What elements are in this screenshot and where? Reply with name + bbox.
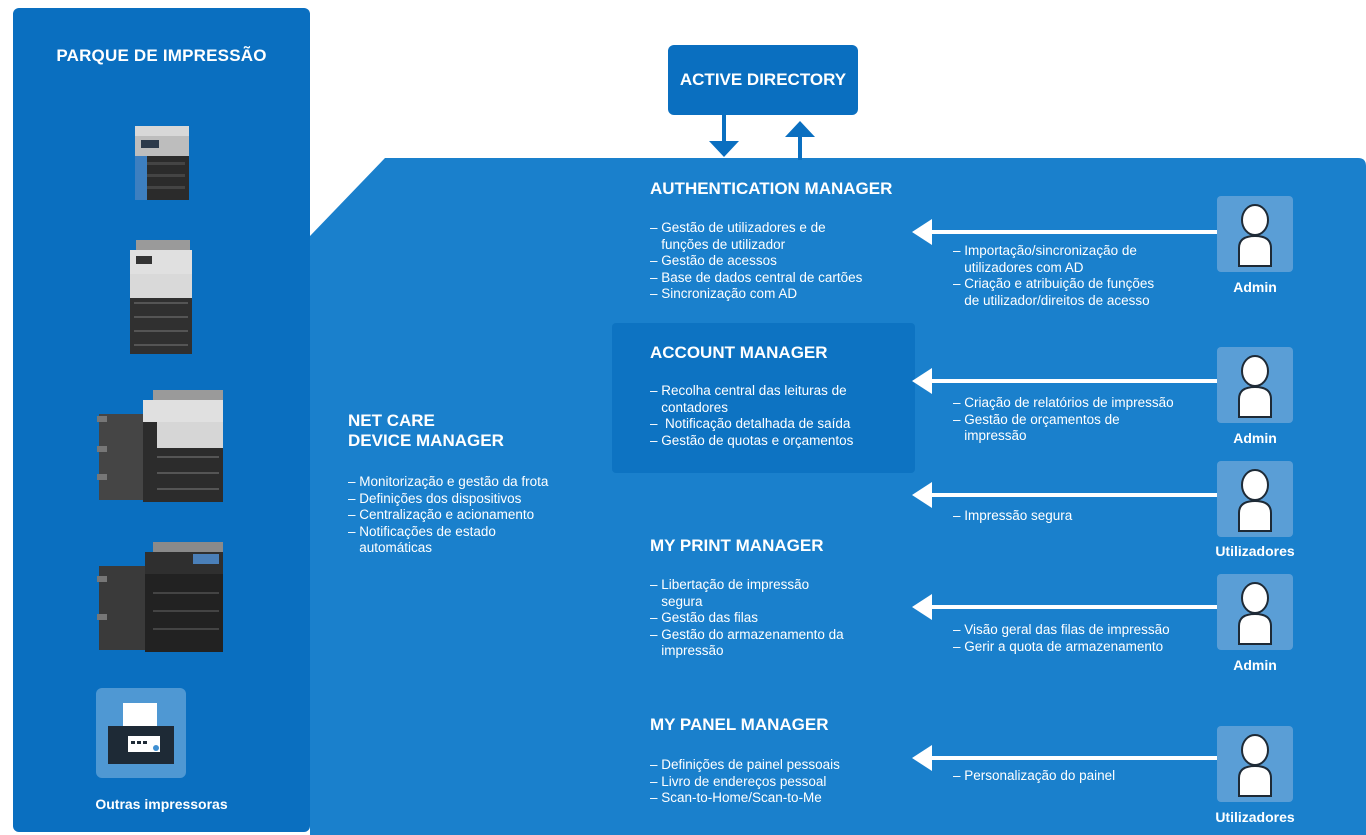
- list-item: – Libertação de impressão: [650, 577, 810, 592]
- fax-icon: [96, 688, 186, 778]
- my-panel-manager-features: – Definições de painel pessoais – Livro …: [650, 757, 840, 807]
- actor-label: Utilizadores: [1215, 809, 1295, 825]
- list-item: – Gerir a quota de armazenamento: [953, 638, 1164, 654]
- secure-print-tasks: – Impressão segura: [953, 508, 1072, 525]
- net-care-title-line1: NET CARE: [348, 411, 435, 430]
- list-item: – Visão geral das filas de impressão: [953, 622, 1170, 637]
- user-icon: [1217, 347, 1293, 423]
- arrow-left-icon: [912, 482, 1218, 508]
- list-item: – Gestão de acessos: [650, 253, 777, 268]
- list-item: – Livro de endereços pessoal: [650, 773, 827, 789]
- authentication-manager-features: – Gestão de utilizadores e de funções de…: [650, 220, 862, 303]
- list-item: – Base de dados central de cartões: [650, 269, 863, 285]
- user-icon: [1217, 726, 1293, 802]
- list-item: – Gestão de orçamentos de: [953, 411, 1120, 427]
- net-care-title: NET CARE DEVICE MANAGER: [348, 411, 504, 451]
- print-admin-tasks: – Visão geral das filas de impressão – G…: [953, 622, 1170, 655]
- printer-icon: [13, 236, 310, 358]
- list-item: – Importação/sincronização de: [953, 243, 1137, 258]
- list-item: utilizadores com AD: [953, 259, 1084, 275]
- arrow-left-icon: [912, 368, 1218, 394]
- list-item: automáticas: [348, 540, 433, 555]
- account-admin-tasks: – Criação de relatórios de impressão – G…: [953, 395, 1174, 445]
- list-item: – Criação e atribuição de funções: [953, 276, 1155, 291]
- net-care-features: – Monitorização e gestão da frota – Defi…: [348, 474, 548, 557]
- list-item: – Personalização do painel: [953, 768, 1116, 783]
- panel-admin-tasks: – Personalização do painel: [953, 768, 1115, 785]
- arrow-left-icon: [912, 745, 1218, 771]
- printer-icon: [13, 386, 310, 508]
- list-item: – Gestão do armazenamento da: [650, 626, 844, 642]
- list-item: impressão: [953, 428, 1027, 443]
- arrow-left-icon: [912, 594, 1218, 620]
- my-panel-manager-title: MY PANEL MANAGER: [650, 715, 829, 734]
- actor-label: Utilizadores: [1215, 543, 1295, 559]
- list-item: segura: [650, 593, 703, 609]
- list-item: – Scan-to-Home/Scan-to-Me: [650, 790, 822, 805]
- list-item: impressão: [650, 643, 724, 658]
- list-item: contadores: [650, 399, 729, 415]
- list-item: – Criação de relatórios de impressão: [953, 395, 1174, 410]
- printer-icon: [13, 536, 310, 658]
- print-fleet-panel: PARQUE DE IMPRESSÃO: [13, 8, 310, 832]
- account-manager-features: – Recolha central das leituras de contad…: [650, 383, 853, 449]
- print-fleet-title: PARQUE DE IMPRESSÃO: [56, 46, 267, 65]
- actor-label: Admin: [1233, 657, 1277, 673]
- actor-label: Admin: [1233, 279, 1277, 295]
- list-item: – Definições de painel pessoais: [650, 757, 840, 772]
- list-item: – Recolha central das leituras de: [650, 383, 847, 398]
- account-manager-title: ACCOUNT MANAGER: [650, 343, 828, 362]
- account-manager-box: [612, 323, 915, 473]
- list-item: – Centralização e acionamento: [348, 507, 535, 522]
- list-item: funções de utilizador: [650, 236, 786, 252]
- active-directory-label: ACTIVE DIRECTORY: [679, 70, 847, 89]
- user-icon: [1217, 196, 1293, 272]
- user-icon: [1217, 461, 1293, 537]
- list-item: – Gestão das filas: [650, 610, 759, 625]
- net-care-title-line2: DEVICE MANAGER: [348, 431, 504, 450]
- list-item: – Gestão de quotas e orçamentos: [650, 432, 854, 448]
- my-print-manager-title: MY PRINT MANAGER: [650, 536, 824, 555]
- arrow-up-icon: [785, 121, 815, 160]
- list-item: – Impressão segura: [953, 508, 1073, 523]
- list-item: – Notificações de estado: [348, 523, 496, 539]
- actor-label: Admin: [1233, 430, 1277, 446]
- list-item: – Definições dos dispositivos: [348, 490, 522, 506]
- list-item: – Notificação detalhada de saída: [650, 416, 851, 431]
- list-item: – Sincronização com AD: [650, 286, 798, 301]
- auth-admin-tasks: – Importação/sincronização de utilizador…: [953, 243, 1154, 309]
- list-item: – Gestão de utilizadores e de: [650, 220, 826, 235]
- other-printers-label: Outras impressoras: [95, 796, 228, 812]
- ad-sync-arrows: [709, 115, 815, 160]
- user-icon: [1217, 574, 1293, 650]
- arrow-down-icon: [709, 115, 739, 157]
- printer-icon: [13, 124, 310, 204]
- my-print-manager-features: – Libertação de impressão segura – Gestã…: [650, 577, 844, 660]
- list-item: de utilizador/direitos de acesso: [953, 292, 1150, 308]
- authentication-manager-title: AUTHENTICATION MANAGER: [650, 179, 893, 198]
- arrow-left-icon: [912, 219, 1218, 245]
- list-item: – Monitorização e gestão da frota: [348, 474, 549, 489]
- active-directory-box: ACTIVE DIRECTORY: [668, 45, 858, 115]
